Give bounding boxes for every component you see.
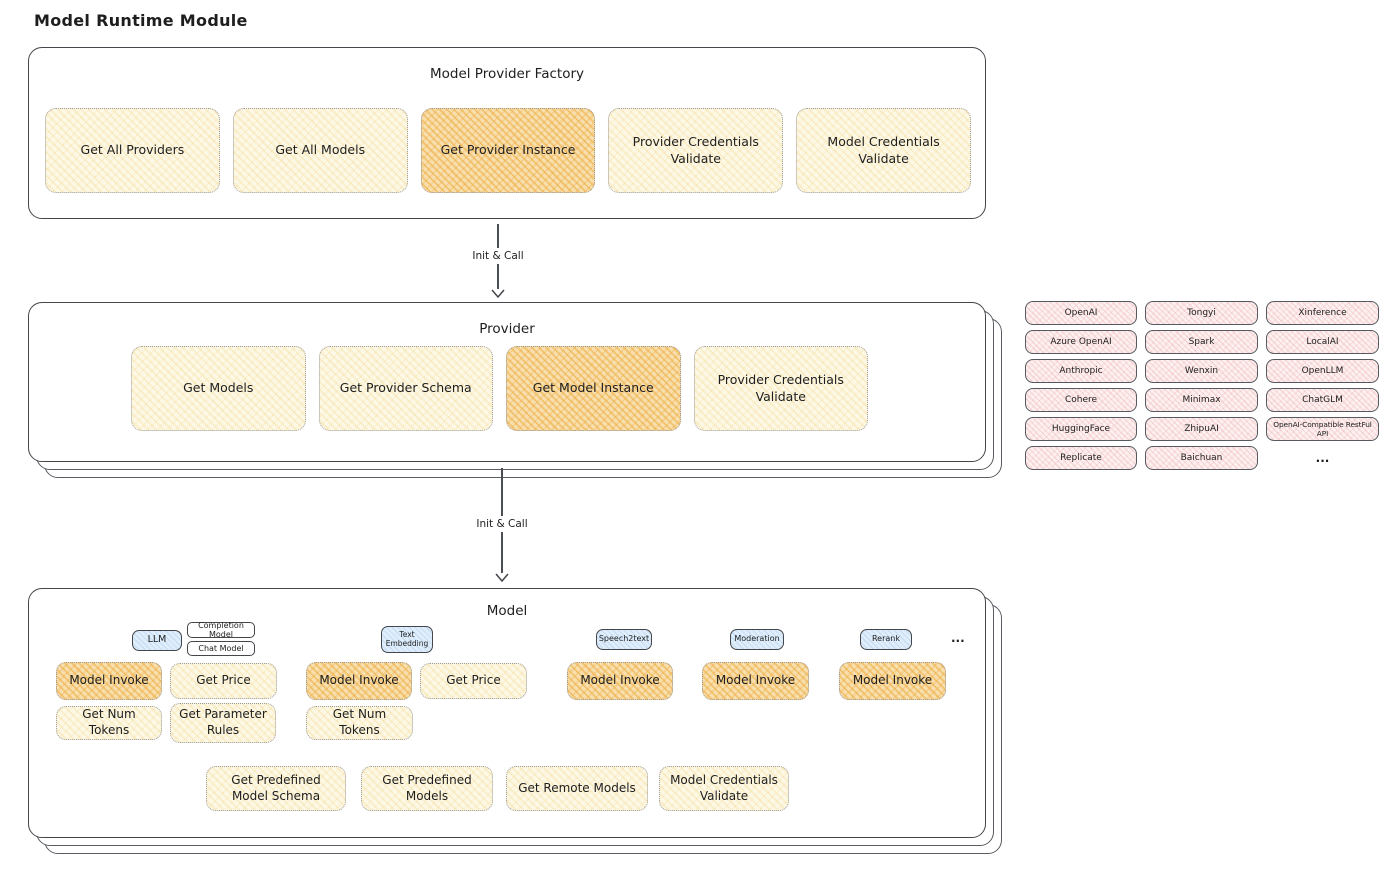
node-model-credentials-validate: Model Credentials Validate <box>796 108 971 193</box>
provider-item-chatglm: ChatGLM <box>1266 388 1379 412</box>
provider-item-cohere: Cohere <box>1025 388 1137 412</box>
tag-rerank: Rerank <box>860 629 912 650</box>
tag-moderation: Moderation <box>730 629 784 650</box>
arrowhead-down-icon <box>495 573 509 582</box>
node-speech2text-model-invoke: Model Invoke <box>567 662 673 700</box>
tag-llm: LLM <box>132 630 182 651</box>
arrow-label: Init & Call <box>476 518 528 530</box>
node-get-predefined-model-schema: Get Predefined Model Schema <box>206 766 346 811</box>
provider-item-openai-compatible: OpenAI-Compatible RestFul API <box>1266 417 1379 441</box>
node-llm-get-price: Get Price <box>170 663 277 699</box>
provider-item-replicate: Replicate <box>1025 446 1137 470</box>
tag-chat-model: Chat Model <box>187 641 255 656</box>
arrow-line <box>497 264 499 289</box>
provider-item-minimax: Minimax <box>1145 388 1258 412</box>
provider-item-localai: LocalAI <box>1266 330 1379 354</box>
node-get-all-providers: Get All Providers <box>45 108 220 193</box>
provider-item-azure-openai: Azure OpenAI <box>1025 330 1137 354</box>
page-title: Model Runtime Module <box>34 11 248 30</box>
provider-box: Provider Get Models Get Provider Schema … <box>28 302 986 462</box>
provider-item-zhipuai: ZhipuAI <box>1145 417 1258 441</box>
node-llm-get-num-tokens: Get Num Tokens <box>56 706 162 740</box>
node-rerank-model-invoke: Model Invoke <box>839 662 946 700</box>
factory-box: Model Provider Factory Get All Providers… <box>28 47 986 219</box>
provider-item-wenxin: Wenxin <box>1145 359 1258 383</box>
factory-title: Model Provider Factory <box>429 66 584 82</box>
node-get-provider-instance: Get Provider Instance <box>420 108 596 193</box>
node-provider-credentials-validate: Provider Credentials Validate <box>608 108 784 193</box>
node-provider-credentials-validate-2: Provider Credentials Validate <box>693 346 868 431</box>
node-get-all-models: Get All Models <box>232 108 408 193</box>
provider-item-xinference: Xinference <box>1266 301 1379 325</box>
tag-text-embedding: Text Embedding <box>381 626 433 653</box>
node-moderation-model-invoke: Model Invoke <box>702 662 809 700</box>
node-embedding-get-num-tokens: Get Num Tokens <box>306 706 413 740</box>
arrow-line <box>501 532 503 573</box>
node-get-predefined-models: Get Predefined Models <box>361 766 493 811</box>
provider-item-openai: OpenAI <box>1025 301 1137 325</box>
provider-item-spark: Spark <box>1145 330 1258 354</box>
node-get-provider-schema: Get Provider Schema <box>318 346 493 431</box>
provider-item-tongyi: Tongyi <box>1145 301 1258 325</box>
node-embedding-get-price: Get Price <box>420 663 527 699</box>
arrowhead-down-icon <box>491 289 505 298</box>
node-get-remote-models: Get Remote Models <box>506 766 648 811</box>
factory-button-row: Get All Providers Get All Models Get Pro… <box>45 108 971 193</box>
model-tags-ellipsis: ... <box>951 631 965 645</box>
provider-item-baichuan: Baichuan <box>1145 446 1258 470</box>
model-title: Model <box>486 603 528 619</box>
tag-speech2text: Speech2text <box>596 629 652 650</box>
node-llm-get-parameter-rules: Get Parameter Rules <box>170 703 276 743</box>
arrow-provider-to-model: Init & Call <box>457 468 547 582</box>
node-get-models: Get Models <box>131 346 306 431</box>
provider-button-row: Get Models Get Provider Schema Get Model… <box>131 346 868 431</box>
provider-title: Provider <box>479 321 535 337</box>
node-embedding-model-invoke: Model Invoke <box>306 662 412 700</box>
provider-list-ellipsis: ... <box>1315 451 1330 465</box>
node-model-credentials-validate-2: Model Credentials Validate <box>659 766 789 811</box>
node-get-model-instance: Get Model Instance <box>506 346 681 431</box>
provider-item-anthropic: Anthropic <box>1025 359 1137 383</box>
arrow-line <box>501 468 503 516</box>
arrow-line <box>497 224 499 248</box>
provider-list: OpenAI Tongyi Xinference Azure OpenAI Sp… <box>1025 301 1379 470</box>
provider-item-huggingface: HuggingFace <box>1025 417 1137 441</box>
arrow-factory-to-provider: Init & Call <box>453 224 543 298</box>
model-box: Model LLM Completion Model Chat Model Te… <box>28 588 986 838</box>
provider-item-openllm: OpenLLM <box>1266 359 1379 383</box>
arrow-label: Init & Call <box>472 250 524 262</box>
tag-completion-model: Completion Model <box>187 621 255 639</box>
node-llm-model-invoke: Model Invoke <box>56 662 162 700</box>
